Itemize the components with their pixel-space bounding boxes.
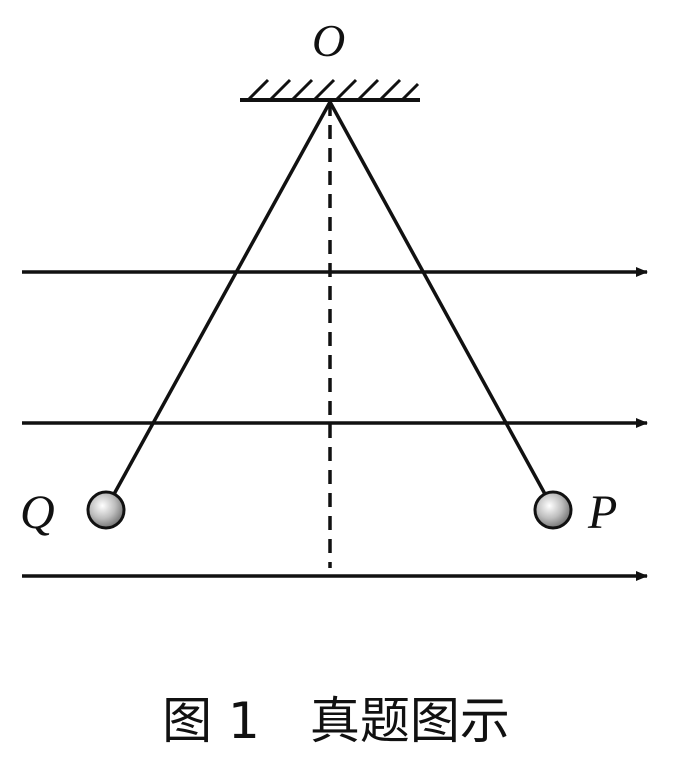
ball-q-label: Q [20,486,55,539]
ball-p [533,490,573,530]
string-left [106,101,332,506]
string-right [328,101,553,506]
pivot-label: O [312,15,345,66]
figure-caption: 图 1 真题图示 [162,692,510,750]
ball-q [86,490,126,530]
ceiling-support [240,78,420,102]
ball-p-label: P [587,486,617,539]
